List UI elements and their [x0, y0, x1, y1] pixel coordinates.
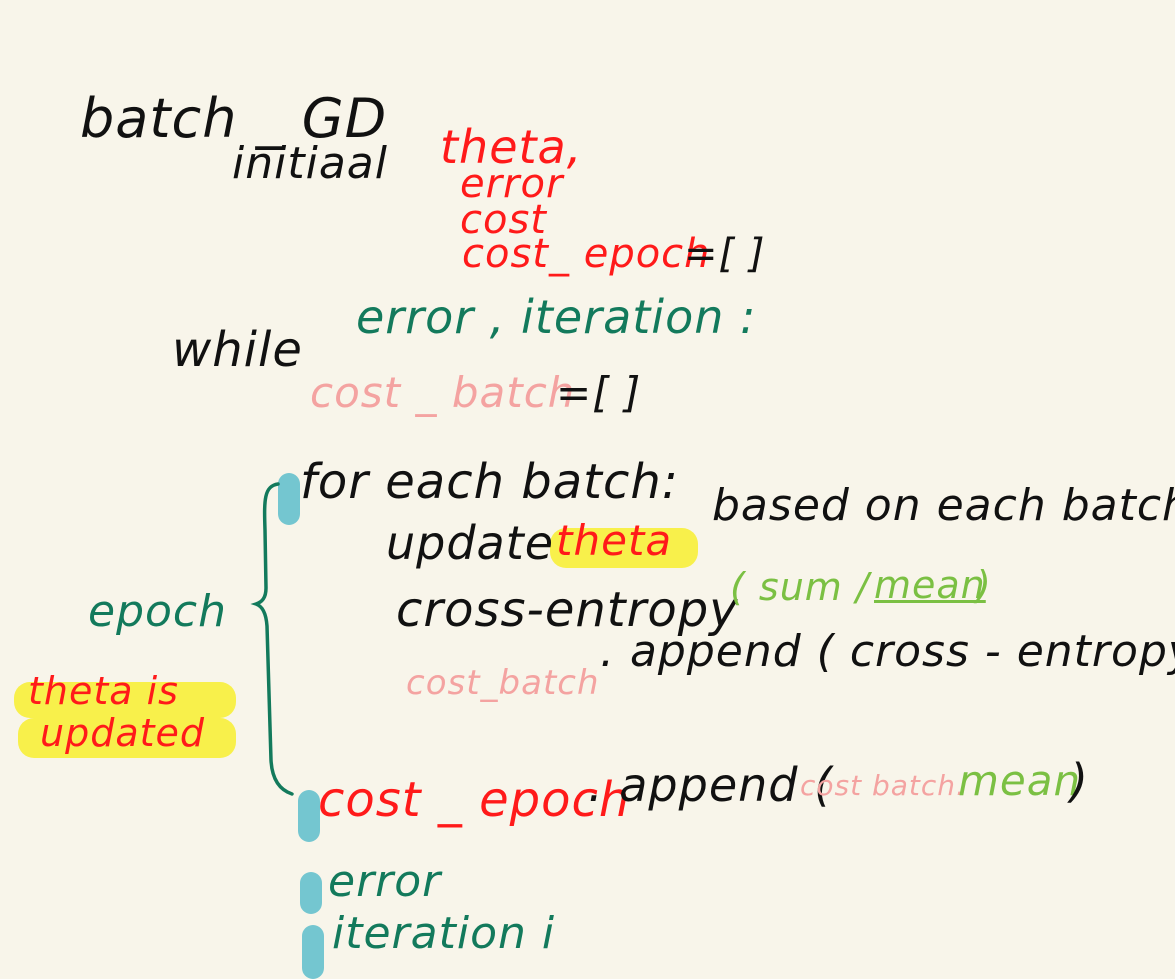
cost-batch-assign: =[ ]	[556, 368, 642, 417]
marker-iteration	[302, 925, 324, 979]
update-rest: based on each batch	[712, 480, 1175, 531]
theta-note-line1: theta is	[28, 669, 179, 713]
marker-error	[300, 872, 322, 914]
epoch-append-var: cost _ epoch	[318, 772, 631, 828]
for-each-batch-line: for each batch:	[300, 454, 679, 510]
init-assign: =[ ]	[684, 231, 766, 277]
marker-for-loop	[278, 473, 300, 525]
epoch-brace-icon	[250, 482, 294, 796]
marker-cost-epoch	[298, 790, 320, 842]
initial-word: initiaal	[232, 138, 388, 189]
epoch-append-arg: cost batch.	[800, 769, 966, 802]
title-batch-gd: batch _ GD	[80, 87, 388, 150]
highlight-theta-note-2	[18, 718, 236, 758]
epoch-append-mid: . append (	[588, 758, 834, 812]
sum-mean-mean: mean	[874, 563, 986, 607]
init-var-cost-epoch: cost_ epoch	[462, 231, 711, 277]
while-condition: error , iteration :	[356, 290, 757, 344]
cost-batch-var: cost _ batch	[310, 368, 576, 417]
epoch-label: epoch	[88, 586, 227, 637]
iteration-line: iteration i	[332, 908, 556, 959]
theta-note-line2: updated	[40, 711, 206, 755]
while-keyword: while	[172, 322, 303, 378]
error-line: error	[328, 856, 442, 907]
init-var-theta: theta,	[440, 120, 583, 174]
update-word: update	[386, 516, 555, 570]
update-theta: theta	[556, 516, 673, 565]
append-cost-batch-var: cost_batch	[406, 663, 600, 703]
init-var-error: error	[460, 161, 564, 207]
epoch-append-mean: mean	[958, 756, 1082, 805]
sum-mean-open: ( sum /	[730, 565, 870, 609]
append-cross-entropy: . append ( cross - entropy )	[600, 626, 1175, 677]
cross-entropy-line: cross-entropy	[396, 582, 739, 638]
init-var-cost: cost	[460, 197, 547, 243]
sum-mean-close: )	[976, 563, 992, 607]
highlight-theta-note-1	[14, 682, 236, 718]
highlight-theta-update	[550, 528, 698, 568]
epoch-append-close: )	[1070, 754, 1089, 808]
